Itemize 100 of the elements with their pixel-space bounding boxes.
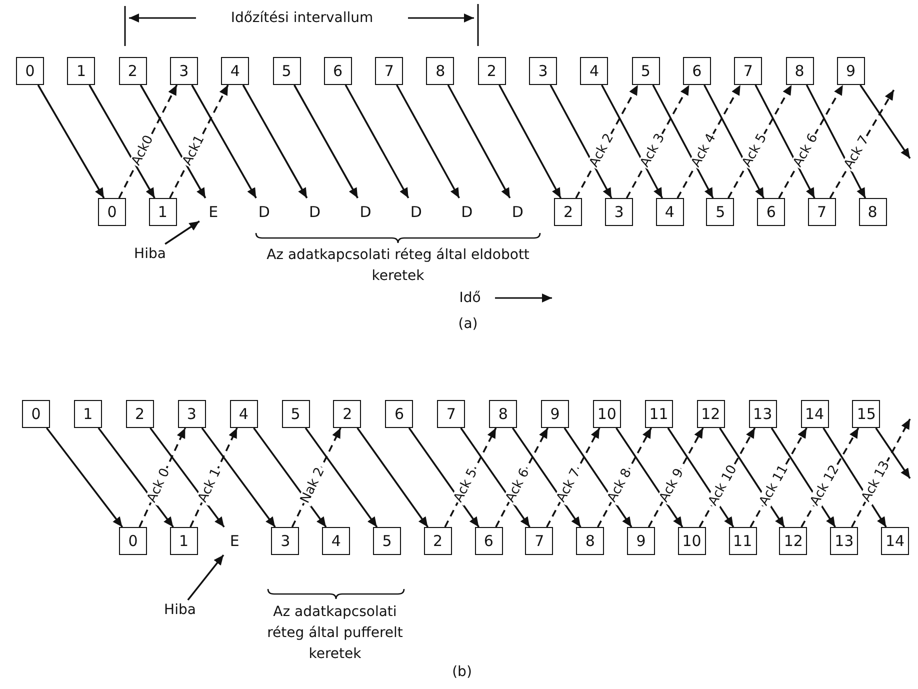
frame-number-box: 5 (282, 400, 310, 428)
frame-number-box: 2 (478, 57, 506, 85)
frame-number-box: 0 (16, 57, 44, 85)
arrow (396, 84, 460, 198)
frame-status-letter: E (220, 527, 249, 555)
frame-number-box: 2 (126, 400, 154, 428)
leader-arrow (164, 220, 200, 245)
arrow (550, 84, 612, 198)
frame-number-box: 6 (474, 527, 503, 555)
frame-number-box: 1 (148, 198, 177, 226)
arrow (191, 84, 257, 198)
arrow (564, 428, 632, 528)
arrow (601, 84, 663, 198)
arrow (616, 428, 684, 528)
arrow (37, 84, 105, 198)
frame-number-box: 7 (808, 198, 836, 226)
frame-status-letter: D (250, 198, 278, 226)
frame-status-letter: D (300, 198, 329, 226)
frame-number-box: 6 (324, 57, 352, 85)
frame-number-box: 0 (22, 400, 50, 428)
frame-number-box: 4 (221, 57, 250, 85)
frame-number-box: 9 (541, 400, 569, 428)
arrow (201, 427, 276, 528)
leader-arrow (187, 554, 224, 601)
arrow (860, 84, 911, 159)
frame-number-box: 12 (696, 400, 725, 428)
arrow (447, 84, 511, 198)
arrow (460, 427, 530, 528)
frame-number-box: 3 (178, 400, 206, 428)
frame-number-box: 4 (580, 57, 608, 85)
frame-number-box: 14 (800, 400, 828, 428)
frame-number-box: 2 (424, 527, 452, 555)
arrow (344, 84, 410, 198)
error-note: Hiba (160, 600, 200, 620)
arrow (875, 428, 911, 479)
frame-number-box: 7 (734, 57, 762, 85)
frame-number-box: 8 (489, 400, 518, 428)
arrow (304, 427, 378, 528)
arrow (88, 84, 156, 198)
frame-number-box: 6 (385, 400, 414, 428)
arrow (806, 84, 866, 198)
frame-number-box: 3 (529, 57, 557, 85)
arrow (242, 84, 308, 198)
frame-number-box: 10 (592, 400, 621, 428)
frame-status-letter: D (504, 198, 532, 226)
frame-number-box: 7 (437, 400, 466, 428)
arrow (294, 84, 358, 198)
frame-number-box: 4 (322, 527, 350, 555)
frame-status-letter: D (452, 198, 481, 226)
frame-number-box: 15 (852, 400, 880, 428)
panel-label: (a) (457, 314, 479, 334)
frame-number-box: 0 (119, 527, 147, 555)
frame-number-box: 2 (333, 400, 362, 428)
frame-number-box: 5 (373, 527, 401, 555)
arrow (704, 84, 764, 198)
frame-number-box: 1 (170, 527, 198, 555)
frame-status-letter: D (402, 198, 430, 226)
arrow (98, 427, 174, 528)
panel-label: (b) (451, 662, 473, 682)
error-note: Hiba (130, 244, 170, 264)
arrow (498, 84, 562, 198)
frame-number-box: 1 (74, 400, 102, 428)
frame-number-box: 5 (632, 57, 660, 85)
frame-number-box: 3 (170, 57, 198, 85)
arrow (822, 428, 887, 528)
frame-number-box: 8 (858, 198, 886, 226)
frame-number-box: 8 (576, 527, 604, 555)
discarded-frames-note: Az adatkapcsolati réteg által eldobott keretek (266, 246, 530, 286)
frame-number-box: 11 (728, 527, 757, 555)
arrow (150, 427, 225, 528)
frame-number-box: 3 (605, 198, 633, 226)
frame-status-letter: D (352, 198, 380, 226)
buffered-frames-note: Az adatkapcsolati réteg által pufferelt keretek (266, 602, 404, 664)
time-axis-label: Idő (458, 288, 482, 308)
frame-number-box: 13 (748, 400, 777, 428)
frame-number-box: 1 (67, 57, 96, 85)
frame-number-box: 4 (656, 198, 684, 226)
frame-number-box: 5 (706, 198, 734, 226)
frame-number-box: 13 (830, 527, 858, 555)
frame-number-box: 4 (230, 400, 258, 428)
frame-number-box: 5 (272, 57, 300, 85)
frame-number-box: 9 (836, 57, 865, 85)
frame-number-box: 8 (786, 57, 814, 85)
frame-number-box: 7 (525, 527, 554, 555)
frame-number-box: 6 (757, 198, 786, 226)
frame-number-box: 8 (426, 57, 454, 85)
frame-number-box: 3 (271, 527, 300, 555)
arrow (140, 84, 206, 198)
arrow (356, 427, 429, 528)
frame-number-box: 12 (779, 527, 808, 555)
arrow (754, 84, 816, 198)
arrow (512, 427, 582, 528)
arrow (652, 84, 714, 198)
frame-number-box: 2 (554, 198, 582, 226)
frame-number-box: 14 (881, 527, 909, 555)
frame-number-box: 6 (682, 57, 711, 85)
frame-number-box: 2 (118, 57, 147, 85)
frame-number-box: 10 (678, 527, 706, 555)
frame-number-box: 9 (627, 527, 655, 555)
frame-status-letter: E (199, 198, 228, 226)
